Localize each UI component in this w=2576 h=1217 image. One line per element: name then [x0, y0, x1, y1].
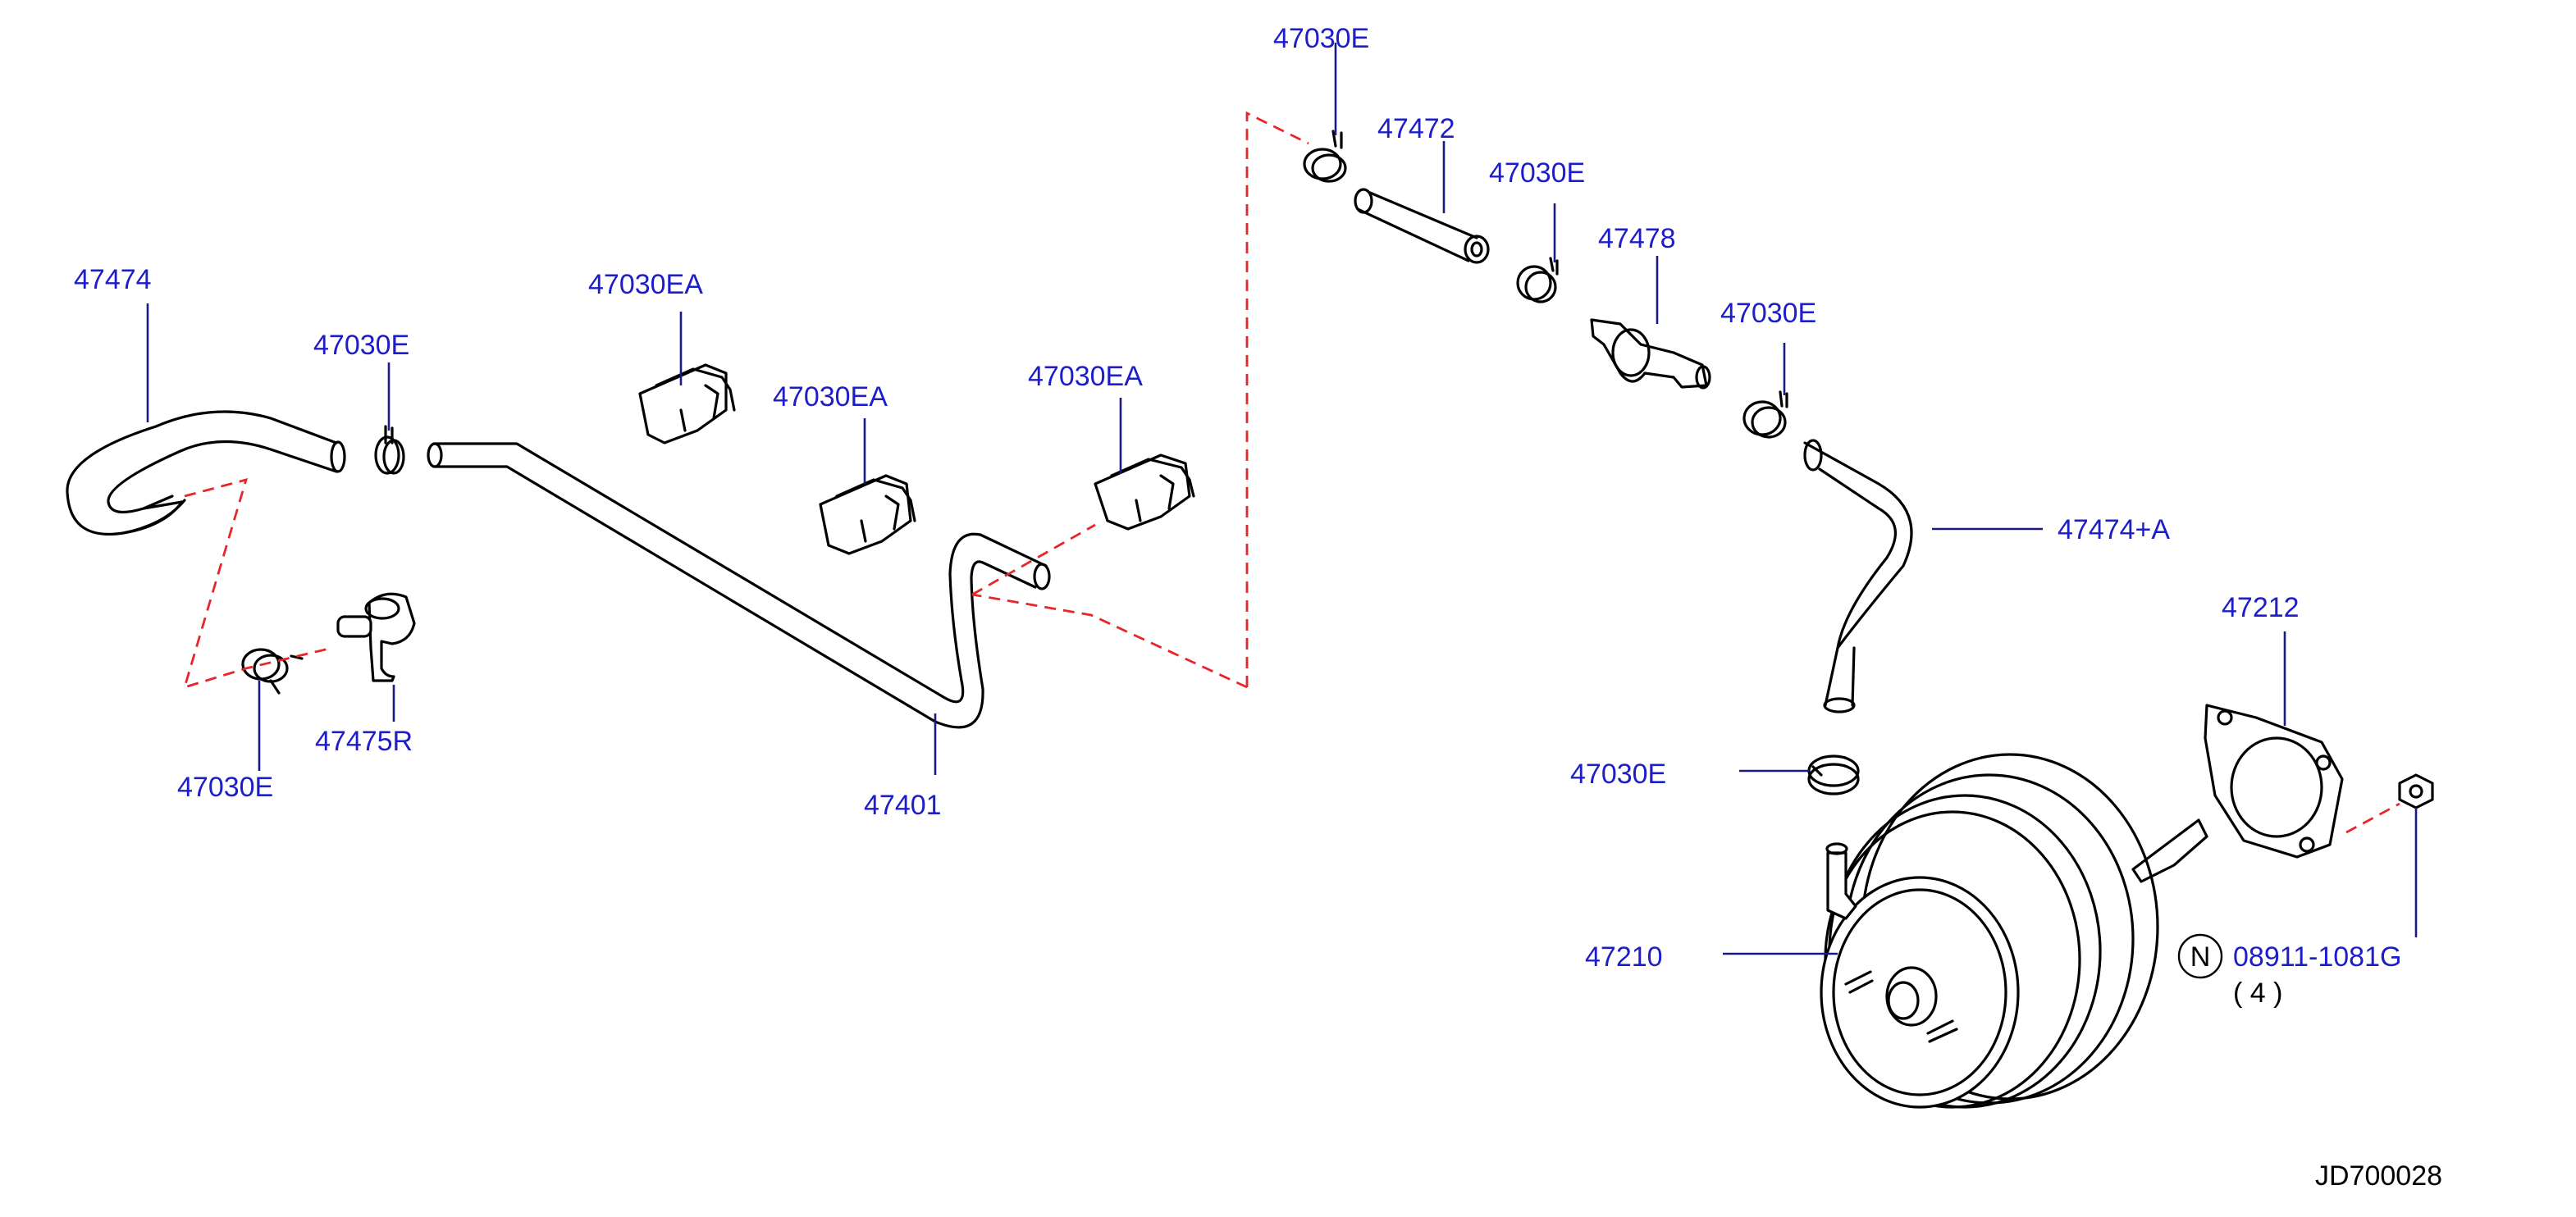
check-valve-47478	[1590, 318, 1711, 390]
label-clamp-upper-right: 47030E	[1489, 157, 1585, 189]
label-tube: 47401	[864, 790, 942, 821]
tube-47401	[427, 442, 1051, 729]
label-hose-47472: 47472	[1377, 113, 1455, 144]
label-clamp-bottom-left: 47030E	[177, 772, 273, 803]
label-valve: 47475R	[315, 726, 413, 757]
label-booster: 47210	[1585, 941, 1663, 973]
clamp-47030e-top-left	[374, 425, 405, 475]
valve-47475r	[336, 592, 416, 682]
diagram-code: JD700028	[2315, 1160, 2442, 1192]
label-nut: 08911-1081G	[2233, 941, 2401, 973]
clamp-47030e-upper-right	[1516, 257, 1559, 303]
hose-47472	[1354, 188, 1490, 264]
clamp-47030e-booster	[1807, 754, 1860, 795]
hose-47474	[66, 410, 346, 536]
clip-47030ea-2	[819, 474, 916, 555]
nut-08911-1081g	[2398, 773, 2434, 809]
label-clamp-top: 47030E	[1273, 23, 1369, 54]
label-hose-47474a: 47474+A	[2058, 514, 2170, 545]
label-clip-2: 47030EA	[773, 381, 888, 413]
label-nut-qty: ( 4 )	[2233, 978, 2282, 1009]
clip-47030ea-3	[1094, 454, 1195, 531]
dashed-relation-lines	[182, 111, 2400, 834]
label-clamp-right: 47030E	[1720, 298, 1816, 329]
clip-47030ea-1	[638, 363, 736, 444]
nut-marker-circle	[2177, 933, 2223, 979]
clamp-47030e-bottom-left	[241, 648, 304, 695]
hose-47474a	[1803, 439, 1913, 713]
label-gasket: 47212	[2222, 592, 2300, 623]
label-hose-47474: 47474	[74, 264, 152, 295]
nut-marker-letter: N	[2190, 941, 2211, 973]
label-clamp-booster: 47030E	[1570, 759, 1666, 790]
leader-lines	[146, 43, 2418, 955]
part-labels: 47474 47030E 47030EA 47030EA 47030EA 474…	[74, 23, 2442, 1192]
gasket-47212	[2204, 704, 2344, 859]
clamp-47030e-top	[1303, 130, 1347, 183]
clamp-47030e-right	[1742, 390, 1788, 439]
label-clamp-top-left: 47030E	[313, 330, 409, 361]
label-clip-1: 47030EA	[588, 269, 703, 300]
label-clip-3: 47030EA	[1028, 361, 1143, 392]
brake-booster-47210	[1820, 753, 2208, 1109]
label-check-valve: 47478	[1598, 223, 1676, 254]
